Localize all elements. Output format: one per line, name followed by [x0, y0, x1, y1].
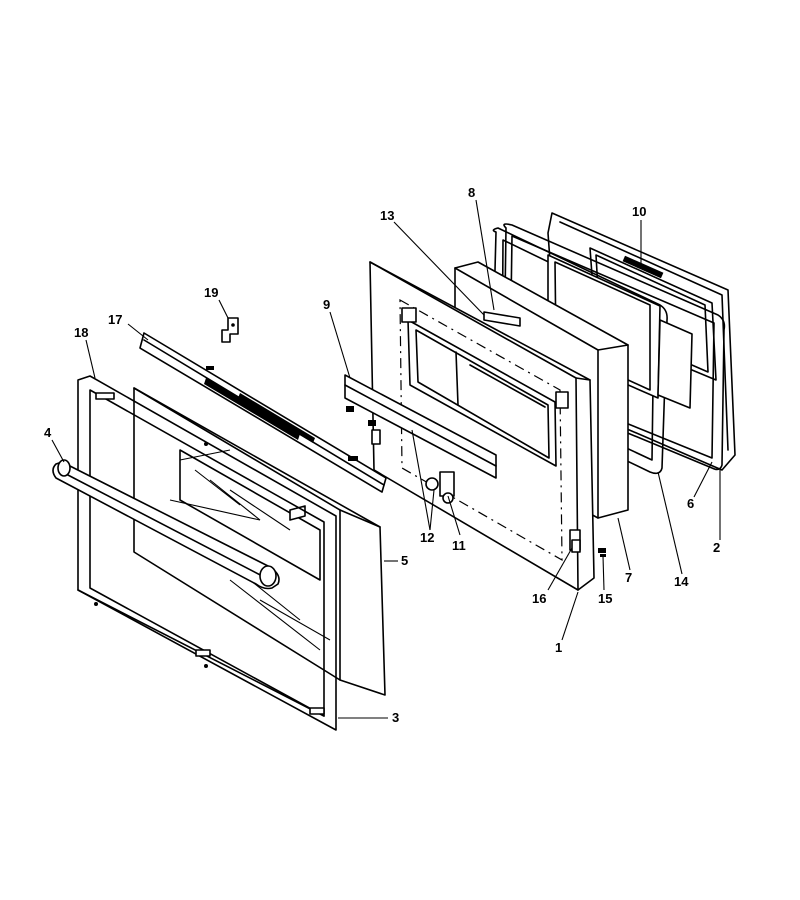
callout-17: 17 — [108, 312, 122, 327]
callout-19: 19 — [204, 285, 218, 300]
part-15-screw — [598, 548, 606, 557]
callout-12: 12 — [420, 530, 434, 545]
callout-2: 2 — [713, 540, 720, 555]
callout-3: 3 — [392, 710, 399, 725]
part-19-bracket — [221, 317, 239, 343]
callout-6: 6 — [687, 496, 694, 511]
callout-4: 4 — [44, 425, 52, 440]
callout-16: 16 — [532, 591, 546, 606]
callout-labels: 1 2 3 4 5 6 7 8 9 10 11 12 13 14 15 16 1… — [44, 185, 720, 725]
callout-15: 15 — [598, 591, 612, 606]
callout-7: 7 — [625, 570, 632, 585]
callout-13: 13 — [380, 208, 394, 223]
callout-18: 18 — [74, 325, 88, 340]
part-17-vent-bracket — [139, 332, 387, 493]
part-16-clip — [571, 539, 581, 553]
callout-8: 8 — [468, 185, 475, 200]
callout-9: 9 — [323, 297, 330, 312]
callout-11: 11 — [452, 538, 466, 553]
callout-5: 5 — [401, 553, 408, 568]
part-3-outer-frame — [77, 375, 337, 731]
callout-14: 14 — [674, 574, 689, 589]
callout-10: 10 — [632, 204, 646, 219]
part-4-handle — [52, 459, 280, 590]
part-5-glass — [133, 387, 386, 696]
callout-1: 1 — [555, 640, 562, 655]
leader-lines — [51, 199, 721, 719]
part-9-channel — [344, 374, 497, 479]
